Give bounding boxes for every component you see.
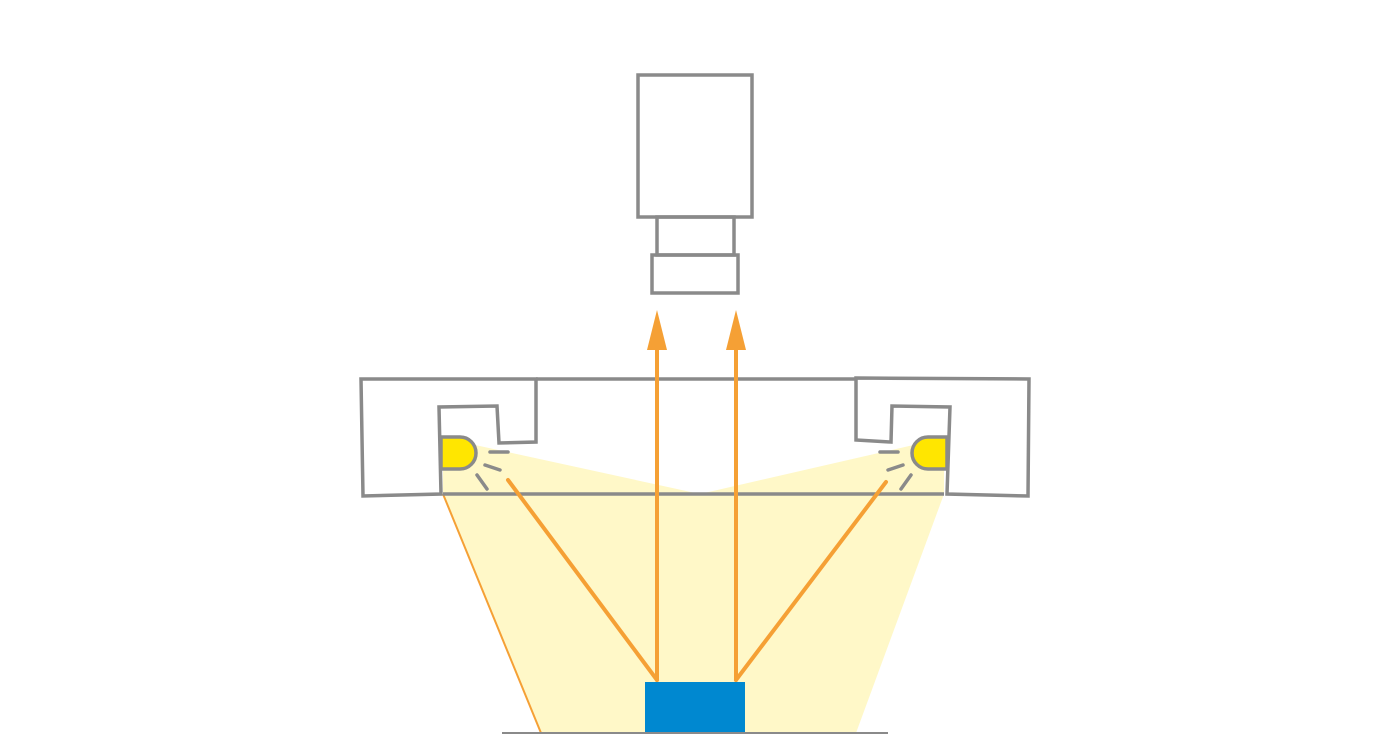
light-cone (443, 438, 944, 733)
light-rays (506, 310, 888, 682)
light-cone-upper (443, 438, 944, 494)
left-led-ray-3 (475, 473, 489, 491)
ray-left-incident (506, 478, 659, 682)
camera-lens (650, 253, 740, 295)
ring-light-housing (359, 376, 1031, 498)
camera (636, 73, 754, 295)
left-led (439, 435, 510, 491)
right-led-bulb (910, 435, 949, 471)
housing-left (359, 377, 538, 498)
left-led-ray-2 (483, 463, 502, 472)
right-led-ray-3 (899, 473, 913, 491)
right-led-ray-2 (886, 463, 905, 472)
camera-body (636, 73, 754, 219)
ray-right-incident (734, 480, 888, 682)
camera-neck (655, 215, 736, 257)
housing-right (854, 376, 1031, 498)
ray-left-arrowhead (647, 310, 667, 350)
left-led-bulb (439, 435, 478, 471)
ray-right-arrowhead (726, 310, 746, 350)
right-led (878, 435, 949, 491)
light-cone-edge-left (442, 493, 542, 734)
light-cone-lower (443, 494, 944, 733)
inspection-target (645, 682, 745, 732)
